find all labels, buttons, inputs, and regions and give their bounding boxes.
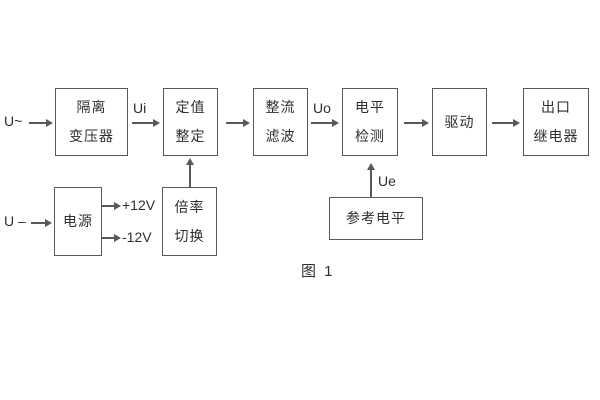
arrow-head <box>153 118 160 127</box>
arrow-head <box>422 118 429 127</box>
block-label-line: 参考电平 <box>346 210 406 226</box>
arrow-head <box>114 233 121 242</box>
block-output-relay: 出口 继电器 <box>523 88 589 156</box>
arrow-head <box>513 118 520 127</box>
block-label-line: 检测 <box>355 128 385 144</box>
arrow-head <box>366 163 375 170</box>
arrow-head <box>243 118 250 127</box>
block-level-detection: 电平 检测 <box>342 88 398 156</box>
block-power-supply: 电源 <box>54 187 102 256</box>
flow-arrow-right-icon <box>29 118 53 127</box>
block-label-line: 驱动 <box>444 113 475 130</box>
flow-arrow-right-icon <box>31 218 52 227</box>
arrow-shaft <box>492 122 514 124</box>
flow-arrow-right-icon <box>102 233 121 242</box>
block-label-line: 整定 <box>175 128 206 144</box>
signal-label-minus-12v: -12V <box>122 229 152 245</box>
arrow-shaft <box>404 122 423 124</box>
signal-label-uo: Uo <box>313 100 331 116</box>
block-label-line: 滤波 <box>265 128 296 144</box>
block-driver: 驱动 <box>432 88 487 156</box>
arrow-head <box>332 118 339 127</box>
arrow-shaft <box>102 205 115 207</box>
arrow-shaft <box>31 222 46 224</box>
signal-label-ui: Ui <box>133 100 147 116</box>
block-label-line: 出口 <box>541 99 571 115</box>
signal-label-dc-input: U – <box>4 213 26 229</box>
flow-arrow-right-icon <box>226 118 250 127</box>
block-label-line: 电源 <box>63 213 93 229</box>
flow-arrow-right-icon <box>102 201 121 210</box>
block-label-line: 整流 <box>265 99 296 115</box>
block-label-line: 电平 <box>355 99 385 115</box>
block-reference-level: 参考电平 <box>329 197 423 240</box>
arrow-shaft <box>29 122 47 124</box>
arrow-shaft <box>132 122 154 124</box>
block-label-line: 变压器 <box>69 128 114 144</box>
signal-label-ue: Ue <box>378 173 396 189</box>
block-label-line: 切换 <box>174 227 205 244</box>
flow-arrow-up-icon <box>185 158 194 187</box>
arrow-shaft <box>370 169 372 197</box>
block-isolation-transformer: 隔离 变压器 <box>55 88 128 156</box>
signal-label-ac-input: U~ <box>4 113 23 129</box>
flow-arrow-right-icon <box>132 118 160 127</box>
block-setting-adjustment: 定值 整定 <box>163 88 218 156</box>
arrow-head <box>45 218 52 227</box>
block-ratio-switching: 倍率 切换 <box>162 187 217 256</box>
flow-arrow-right-icon <box>311 118 339 127</box>
flow-arrow-right-icon <box>404 118 429 127</box>
block-label-line: 继电器 <box>533 128 579 144</box>
arrow-head <box>185 158 194 165</box>
arrow-head <box>46 118 53 127</box>
flow-arrow-right-icon <box>492 118 520 127</box>
arrow-shaft <box>311 122 333 124</box>
arrow-head <box>114 201 121 210</box>
figure-caption: 图 1 <box>301 263 335 280</box>
arrow-shaft <box>102 237 115 239</box>
arrow-shaft <box>226 122 244 124</box>
flow-arrow-up-icon <box>366 163 375 197</box>
arrow-shaft <box>189 164 191 187</box>
block-rectify-filter: 整流 滤波 <box>253 88 308 156</box>
block-label-line: 倍率 <box>174 198 205 215</box>
block-label-line: 定值 <box>175 99 206 115</box>
block-label-line: 隔离 <box>76 99 107 115</box>
signal-label-plus-12v: +12V <box>122 197 156 213</box>
